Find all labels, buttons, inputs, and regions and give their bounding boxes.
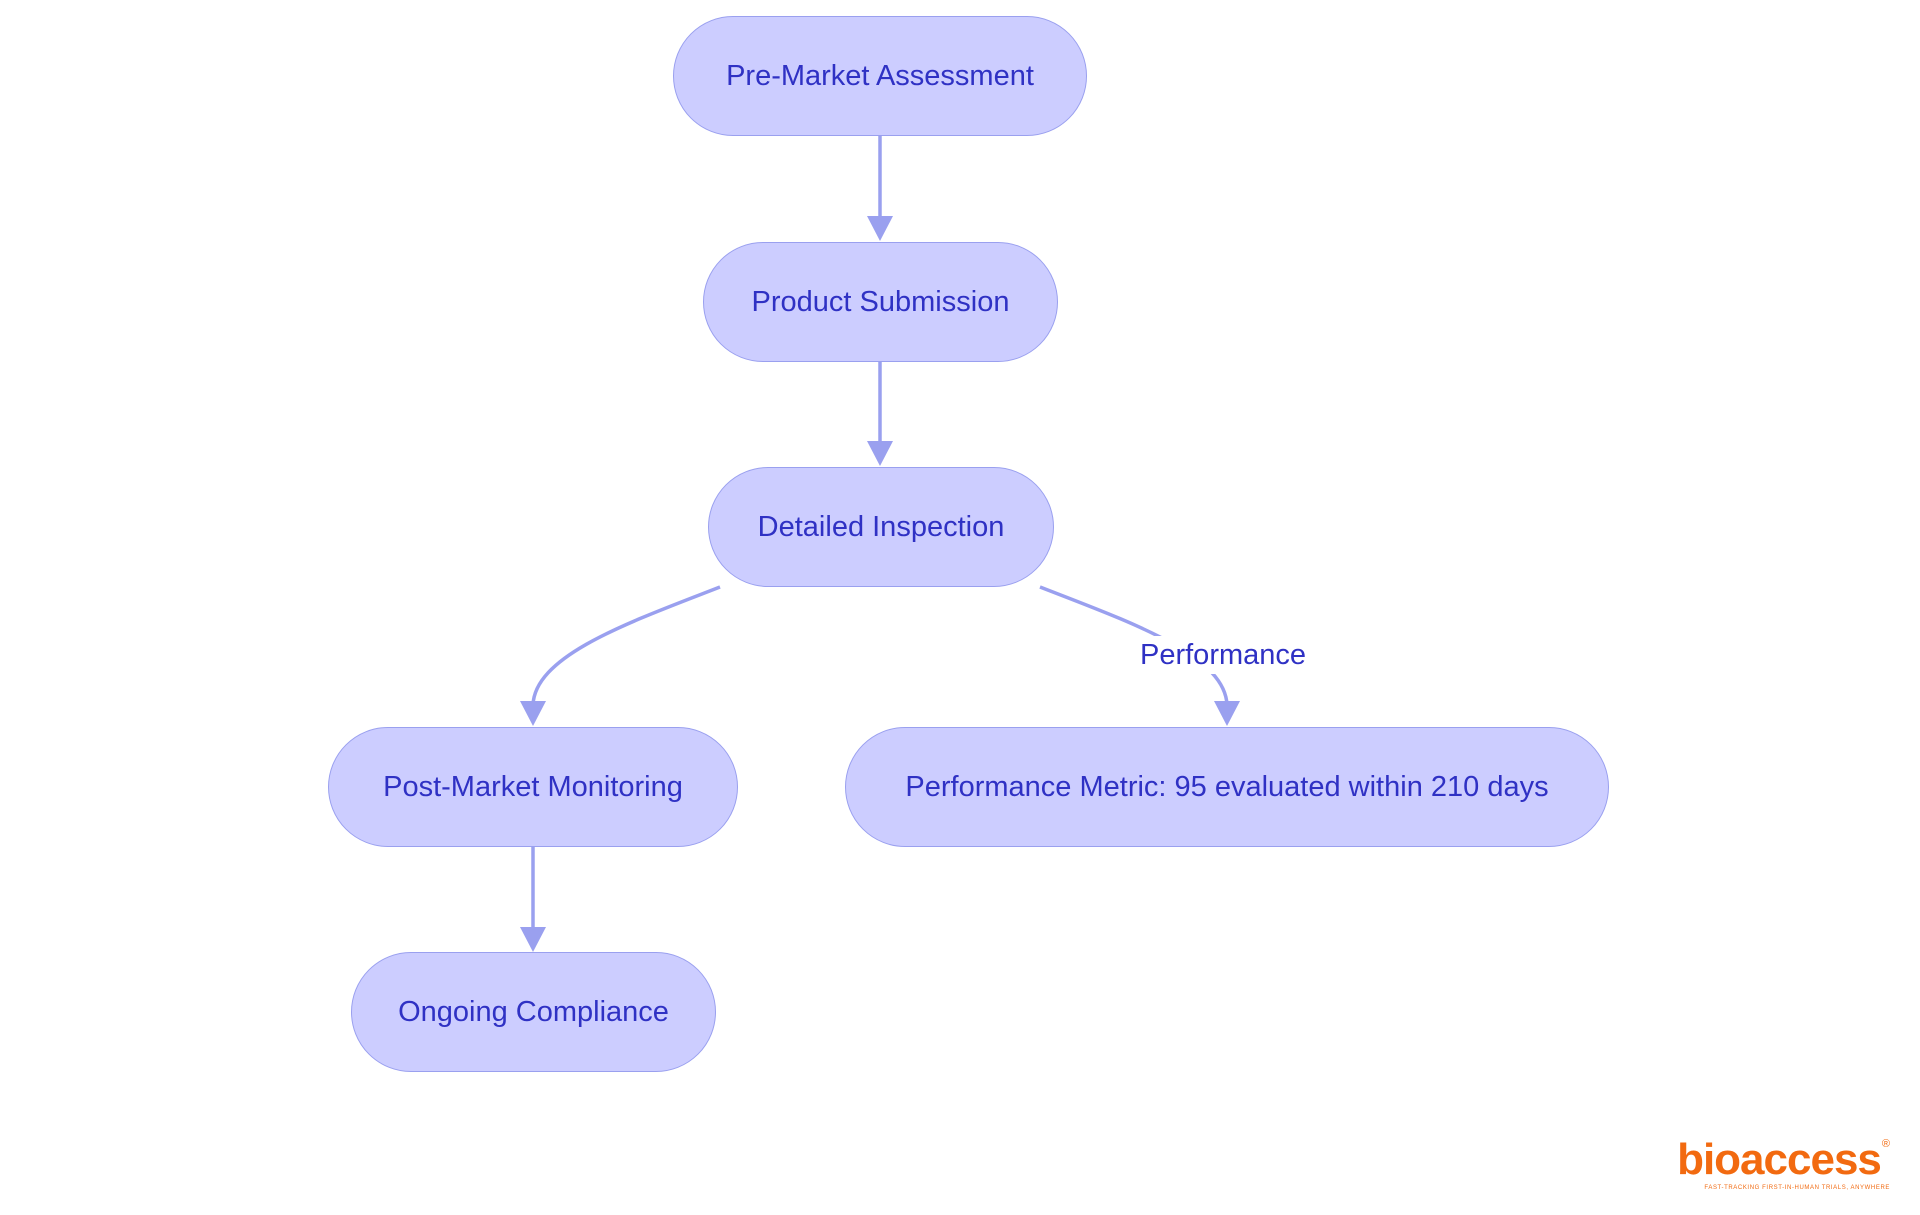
edge-label-performance: Performance [1136, 636, 1311, 674]
edge-submission-to-inspection [867, 361, 893, 466]
node-pre-market-assessment-label: Pre-Market Assessment [726, 59, 1034, 92]
node-post-market-monitoring-label: Post-Market Monitoring [383, 770, 683, 803]
node-detailed-inspection: Detailed Inspection [708, 467, 1054, 587]
node-product-submission: Product Submission [703, 242, 1058, 362]
edge-postmarket-to-compliance [520, 847, 546, 952]
node-detailed-inspection-label: Detailed Inspection [757, 510, 1005, 543]
bioaccess-logo: bioaccess® FAST-TRACKING FIRST-IN-HUMAN … [1660, 1138, 1890, 1192]
node-performance-metric: Performance Metric: 95 evaluated within … [845, 727, 1609, 847]
logo-tagline: FAST-TRACKING FIRST-IN-HUMAN TRIALS, ANY… [1704, 1185, 1890, 1191]
node-post-market-monitoring: Post-Market Monitoring [328, 727, 738, 847]
node-ongoing-compliance: Ongoing Compliance [351, 952, 716, 1072]
node-ongoing-compliance-label: Ongoing Compliance [398, 995, 669, 1028]
logo-wordmark: bioaccess [1677, 1135, 1882, 1184]
node-performance-metric-label: Performance Metric: 95 evaluated within … [905, 770, 1549, 803]
node-product-submission-label: Product Submission [751, 285, 1010, 318]
edge-inspection-to-postmarket [520, 585, 721, 726]
edge-premarket-to-submission [867, 136, 893, 241]
node-pre-market-assessment: Pre-Market Assessment [673, 16, 1087, 136]
logo-registered-mark: ® [1881, 1138, 1890, 1150]
